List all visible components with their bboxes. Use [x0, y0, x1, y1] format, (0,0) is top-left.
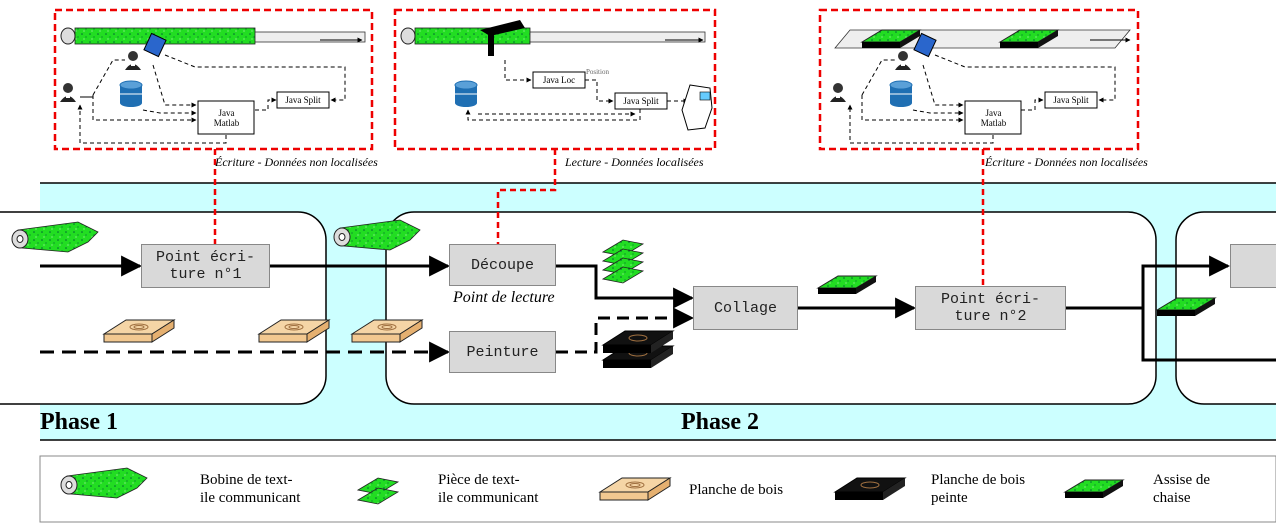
panel-right-caption: Écriture - Données non localisées [985, 155, 1148, 169]
panel-left-caption: Écriture - Données non localisées [215, 155, 378, 169]
panel-right-java-split: Java Split [1053, 95, 1089, 105]
legend-textile-piece-label: Pièce de text-ile communicant [438, 472, 539, 506]
panel-right-content [830, 29, 1131, 144]
next-process-box [1230, 244, 1276, 288]
phase1-label: Phase 1 [40, 409, 118, 435]
peinture-box: Peinture [449, 331, 556, 373]
legend-wood-plank-label: Planche de bois [689, 482, 784, 498]
legend-textile-roll-label: Bobine de text-ile communicant [200, 472, 301, 506]
point-ecriture-2-box: Point écri-ture n°2 [915, 286, 1066, 330]
decoupe-box: Découpe [449, 244, 556, 286]
panel-middle-content [400, 20, 713, 131]
collage-box: Collage [693, 286, 798, 330]
panel-middle-position: Position [586, 68, 609, 76]
phase2-label: Phase 2 [681, 409, 759, 435]
panel-left-content [60, 27, 366, 144]
panel-middle-java-split: Java Split [623, 96, 659, 106]
panel-middle-java-loc: Java Loc [542, 75, 576, 85]
point-ecriture-1-box: Point écri-ture n°1 [141, 244, 270, 288]
point-de-lecture-label: Point de lecture [453, 289, 555, 306]
panel-left-java-split: Java Split [285, 95, 321, 105]
panel-middle-caption: Lecture - Données localisées [565, 155, 704, 169]
